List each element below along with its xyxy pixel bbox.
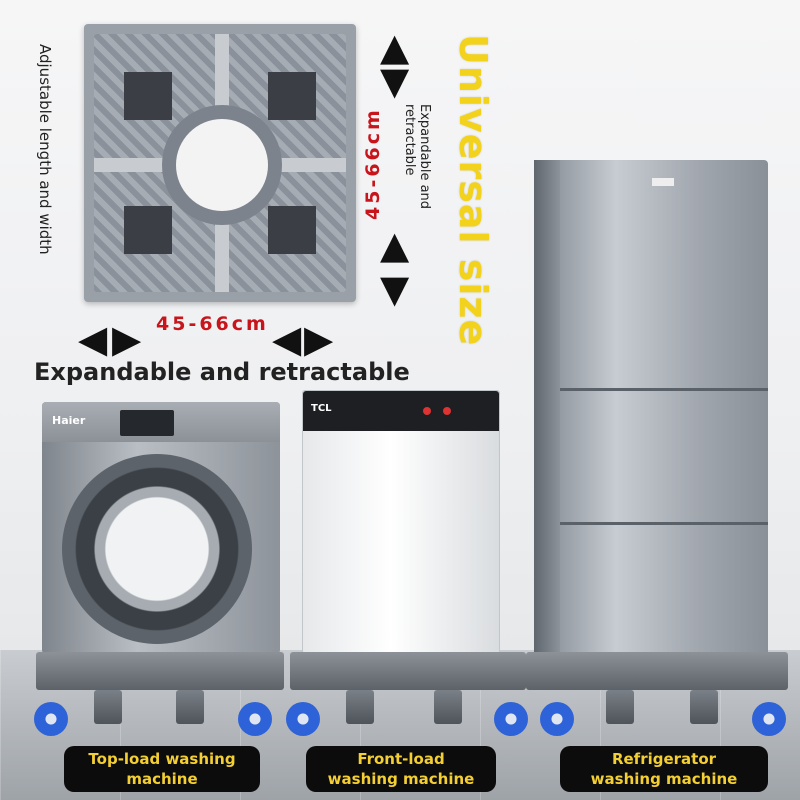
washer-display <box>120 410 174 436</box>
caption-front-load: Front-load washing machine <box>306 746 496 792</box>
dimension-vertical-label: 45-66cm <box>362 107 384 220</box>
wheel <box>752 702 786 736</box>
stand-foot <box>434 690 462 724</box>
toploader-control-panel: TCL <box>303 391 499 431</box>
fridge-logo <box>652 178 674 186</box>
stand-foot <box>346 690 374 724</box>
arrow-left-icon: ◀ <box>272 317 302 361</box>
arrow-right-icon: ▶ <box>112 317 142 361</box>
dimension-horizontal-label: 45-66cm <box>156 313 269 335</box>
arrow-left-icon: ◀ <box>78 317 108 361</box>
frame-photo <box>84 24 356 302</box>
caption-line: machine <box>126 770 198 788</box>
caption-line: Front-load <box>357 750 445 768</box>
stand-foot <box>606 690 634 724</box>
stand <box>526 652 788 690</box>
frame-corner <box>124 72 172 120</box>
washer-door <box>62 454 252 644</box>
washer-brand: Haier <box>52 414 86 427</box>
stand <box>290 652 526 690</box>
stand <box>36 652 284 690</box>
frame-corner <box>124 206 172 254</box>
arrow-up-icon: ▲ <box>380 223 410 267</box>
wheel <box>540 702 574 736</box>
stand-foot <box>176 690 204 724</box>
fridge-door-gap <box>560 388 768 391</box>
caption-line: Refrigerator <box>611 750 717 768</box>
frame-corner <box>268 72 316 120</box>
arrow-right-icon: ▶ <box>304 317 334 361</box>
caption-refrigerator: Refrigerator washing machine <box>560 746 768 792</box>
top-load-washer: TCL <box>302 390 500 654</box>
refrigerator <box>534 160 768 656</box>
caption-line: Top-load washing <box>88 750 236 768</box>
stand-foot <box>94 690 122 724</box>
arrow-down-icon: ▼ <box>380 267 410 311</box>
arrow-down-icon: ▼ <box>380 59 410 103</box>
toploader-brand: TCL <box>311 403 332 414</box>
frame-center-hole <box>176 119 268 211</box>
expandable-title: Expandable and retractable <box>34 358 410 386</box>
wheel <box>238 702 272 736</box>
universal-size-label: Universal size <box>451 34 495 347</box>
panel-light <box>423 407 431 415</box>
front-load-washer: Haier <box>42 402 280 654</box>
panel-light <box>443 407 451 415</box>
fridge-side <box>534 160 560 656</box>
wheel <box>286 702 320 736</box>
stand-foot <box>690 690 718 724</box>
caption-line: washing machine <box>327 770 475 788</box>
caption-line: washing machine <box>590 770 738 788</box>
adjustable-label: Adjustable length and width <box>36 44 54 255</box>
arrow-up-icon: ▲ <box>380 25 410 69</box>
frame-body <box>94 34 346 292</box>
wheel <box>34 702 68 736</box>
fridge-door-gap <box>560 522 768 525</box>
caption-top-load: Top-load washing machine <box>64 746 260 792</box>
frame-corner <box>268 206 316 254</box>
washer-control-panel: Haier <box>42 402 280 442</box>
expandable-vertical-label: Expandable and retractable <box>402 104 432 210</box>
wheel <box>494 702 528 736</box>
